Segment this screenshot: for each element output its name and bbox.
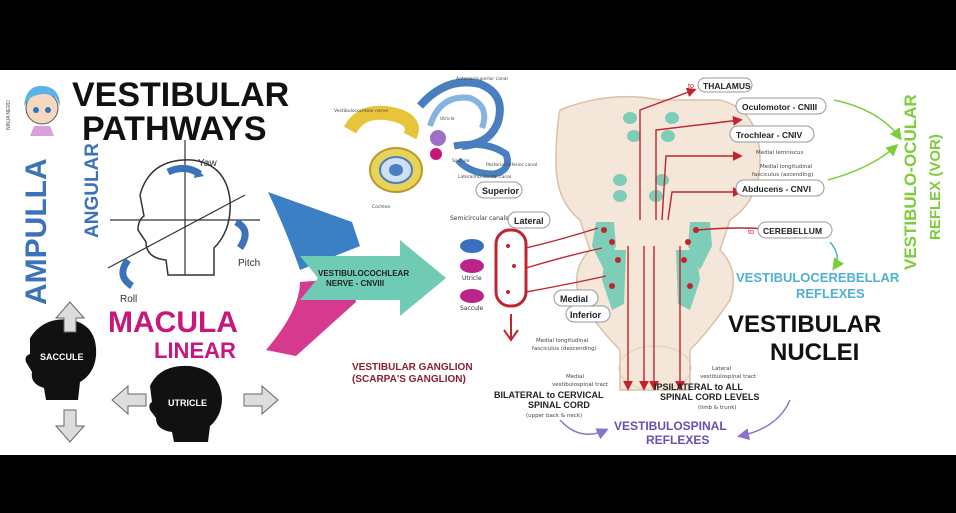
nuclei-title-line-1: VESTIBULAR bbox=[728, 311, 881, 338]
ganglion-pointer-arrow bbox=[504, 314, 518, 340]
macula-label: MACULA bbox=[108, 306, 238, 339]
mlf-asc-line-1: Medial longitudinal bbox=[760, 164, 813, 170]
ear-label-nerve: Vestibulocochlear nerve bbox=[334, 108, 388, 114]
pitch-label: Pitch bbox=[238, 258, 260, 269]
right-arrow-icon bbox=[244, 386, 278, 414]
vor-arrow-2 bbox=[828, 146, 896, 180]
roll-arrow-icon bbox=[123, 260, 132, 286]
medial-tract-line-4: SPINAL CORD bbox=[528, 400, 590, 410]
thalamus-label: THALAMUS bbox=[703, 81, 751, 91]
vc-reflex-line-1: VESTIBULOCEREBELLAR bbox=[736, 270, 900, 285]
left-arrow-icon bbox=[112, 386, 146, 414]
lateral-tract-line-3: IPSILATERAL to ALL bbox=[654, 382, 743, 392]
lateral-tract-line-1: Lateral bbox=[712, 366, 732, 372]
ear-label-canal-lateral: Lateral/horizontal canal bbox=[458, 174, 511, 180]
abducens-label: Abducens - CNVI bbox=[742, 184, 811, 194]
to-cerebellum-prefix: to bbox=[748, 229, 754, 236]
canals-dot bbox=[460, 239, 484, 253]
vs-reflex-line-1: VESTIBULOSPINAL bbox=[614, 419, 727, 433]
inferior-label: Inferior bbox=[570, 310, 602, 320]
medial-tract-line-2: vestibulospinal tract bbox=[552, 382, 609, 388]
medial-tract-line-5: (upper back & neck) bbox=[526, 413, 582, 419]
ear-label-canal-superior: Anterior/superior canal bbox=[456, 76, 508, 82]
mlf-desc-line-2: fasciculus (descending) bbox=[532, 346, 597, 352]
ear-label-utricle: Utricle bbox=[440, 116, 455, 122]
title-line-2: PATHWAYS bbox=[82, 110, 267, 148]
ganglion-line-2: (SCARPA'S GANGLION) bbox=[352, 374, 466, 385]
badge-text: NINJA NERD bbox=[6, 100, 12, 130]
vestibular-diagram: NINJA NERD VESTIBULAR PATHWAYS AMPULLA A… bbox=[0, 70, 956, 455]
ganglion-line-1: VESTIBULAR GANGLION bbox=[352, 362, 473, 373]
letterbox-top bbox=[0, 0, 956, 70]
utricle-head-label: UTRICLE bbox=[168, 398, 207, 408]
medial-label: Medial bbox=[560, 294, 588, 304]
angular-label: ANGULAR bbox=[82, 143, 103, 238]
medial-tract-line-1: Medial bbox=[566, 374, 585, 380]
mlf-desc-line-1: Medial longitudinal bbox=[536, 338, 589, 344]
oculomotor-label: Oculomotor - CNIII bbox=[742, 102, 817, 112]
cerebellum-label: CEREBELLUM bbox=[763, 226, 822, 236]
utricle-dot bbox=[460, 259, 484, 273]
vor-line-1: VESTIBULO-OCULAR bbox=[901, 94, 920, 270]
saccule-dot bbox=[460, 289, 484, 303]
saccule-head-label: SACCULE bbox=[40, 352, 84, 362]
lateral-label: Lateral bbox=[514, 216, 544, 226]
lateral-tract-line-4: SPINAL CORD LEVELS bbox=[660, 392, 759, 402]
yaw-label: Yaw bbox=[198, 158, 217, 169]
down-arrow-icon bbox=[56, 410, 84, 442]
canals-label: Semicircular canals bbox=[450, 215, 508, 222]
nuclei-title-line-2: NUCLEI bbox=[770, 339, 859, 366]
ampulla-label: AMPULLA bbox=[20, 158, 53, 305]
vs-reflex-arrow-right bbox=[740, 400, 790, 436]
head-rotation-illustration bbox=[108, 140, 260, 275]
lateral-tract-line-2: vestibulospinal tract bbox=[700, 374, 757, 380]
ear-label-canal-posterior: Posterior/inferior canal bbox=[486, 162, 537, 168]
ear-label-cochlea: Cochlea bbox=[372, 204, 390, 210]
vc-reflex-arrow bbox=[830, 242, 837, 268]
lateral-tract-line-5: (limb & trunk) bbox=[698, 405, 737, 411]
medial-tract-line-3: BILATERAL to CERVICAL bbox=[494, 390, 604, 400]
utricle-organ-label: Utricle bbox=[462, 275, 482, 282]
vc-reflex-line-2: REFLEXES bbox=[796, 286, 865, 301]
to-thalamus-prefix: to bbox=[688, 83, 694, 90]
vor-line-2: REFLEX (VOR) bbox=[927, 134, 944, 240]
vs-reflex-arrow-left bbox=[560, 420, 606, 434]
saccule-organ-label: Saccule bbox=[460, 305, 484, 312]
vor-arrow-1 bbox=[834, 100, 900, 138]
vestibular-ganglion-outline bbox=[496, 230, 526, 306]
roll-label: Roll bbox=[120, 294, 137, 305]
superior-label: Superior bbox=[482, 186, 520, 196]
ear-label-saccule: Saccule bbox=[452, 158, 470, 164]
nerve-line-2: NERVE - CNVIII bbox=[326, 279, 384, 288]
letterbox-bottom bbox=[0, 455, 956, 513]
trochlear-label: Trochlear - CNIV bbox=[736, 130, 802, 140]
medial-lemniscus-label: Medial lemniscus bbox=[756, 150, 803, 156]
title-line-1: VESTIBULAR bbox=[72, 76, 289, 114]
linear-label: LINEAR bbox=[154, 338, 236, 363]
nerve-line-1: VESTIBULOCOCHLEAR bbox=[318, 269, 409, 278]
pitch-arrow-icon bbox=[236, 222, 245, 248]
vs-reflex-line-2: REFLEXES bbox=[646, 433, 709, 447]
mlf-asc-line-2: fasciculus (ascending) bbox=[752, 172, 813, 178]
diagram-stage: NINJA NERD VESTIBULAR PATHWAYS AMPULLA A… bbox=[0, 70, 956, 455]
ninja-mascot-icon bbox=[24, 86, 60, 136]
